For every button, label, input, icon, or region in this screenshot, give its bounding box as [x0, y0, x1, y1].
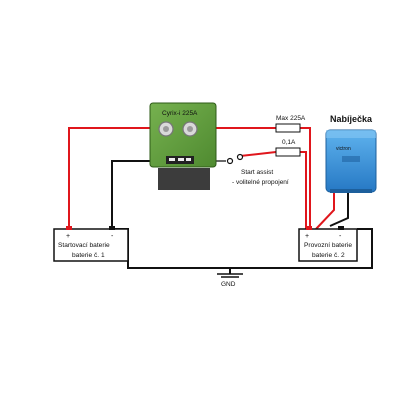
battery1-neg-terminal: [109, 226, 115, 230]
battery-2: + - Provozní baterie baterie č. 2: [298, 226, 358, 262]
fuse-small-label: 0,1A: [282, 139, 296, 146]
battery1-line1: Startovací baterie: [58, 242, 110, 249]
battery1-plus: +: [66, 233, 70, 240]
battery2-minus: -: [339, 233, 342, 240]
charger: Nabíječka victron: [325, 114, 377, 193]
ground-symbol: [217, 273, 243, 278]
battery2-neg-terminal: [338, 226, 344, 230]
fuse-main: Max 225A: [275, 115, 306, 133]
battery2-line1: Provozní baterie: [304, 242, 352, 249]
start-assist-line1: Start assist: [241, 169, 273, 176]
start-assist-line2: - volitelné propojení: [232, 179, 289, 186]
charger-brand: victron: [336, 146, 351, 152]
fuse-to-battery2-wire: [300, 127, 311, 229]
relay-base: [158, 168, 210, 190]
battery-1: + - Startovací baterie baterie č. 1: [53, 226, 129, 262]
battery1-pos-to-relay-wire: [68, 127, 166, 229]
relay-label: Cyrix-i 225A: [162, 110, 198, 117]
gnd-label: GND: [221, 281, 236, 288]
relay-case: [149, 102, 217, 168]
battery2-plus: +: [305, 233, 309, 240]
small-fuse-to-battery2-wire: [300, 151, 307, 229]
battery2-pos-terminal: [306, 226, 312, 230]
battery1-pos-terminal: [66, 226, 72, 230]
cyrix-relay: Cyrix-i 225A: [149, 102, 217, 190]
charger-neg-to-battery2-wire: [329, 193, 349, 227]
fuse-main-label: Max 225A: [276, 115, 306, 122]
fuse-small: 0,1A: [275, 139, 301, 157]
charger-title: Nabíječka: [330, 114, 373, 124]
battery1-minus: -: [111, 233, 114, 240]
small-fuse-wire: [239, 151, 277, 157]
battery1-line2: baterie č. 1: [72, 252, 105, 259]
battery2-line2: baterie č. 2: [312, 252, 345, 259]
charger-pos-to-battery2-wire: [315, 193, 335, 230]
